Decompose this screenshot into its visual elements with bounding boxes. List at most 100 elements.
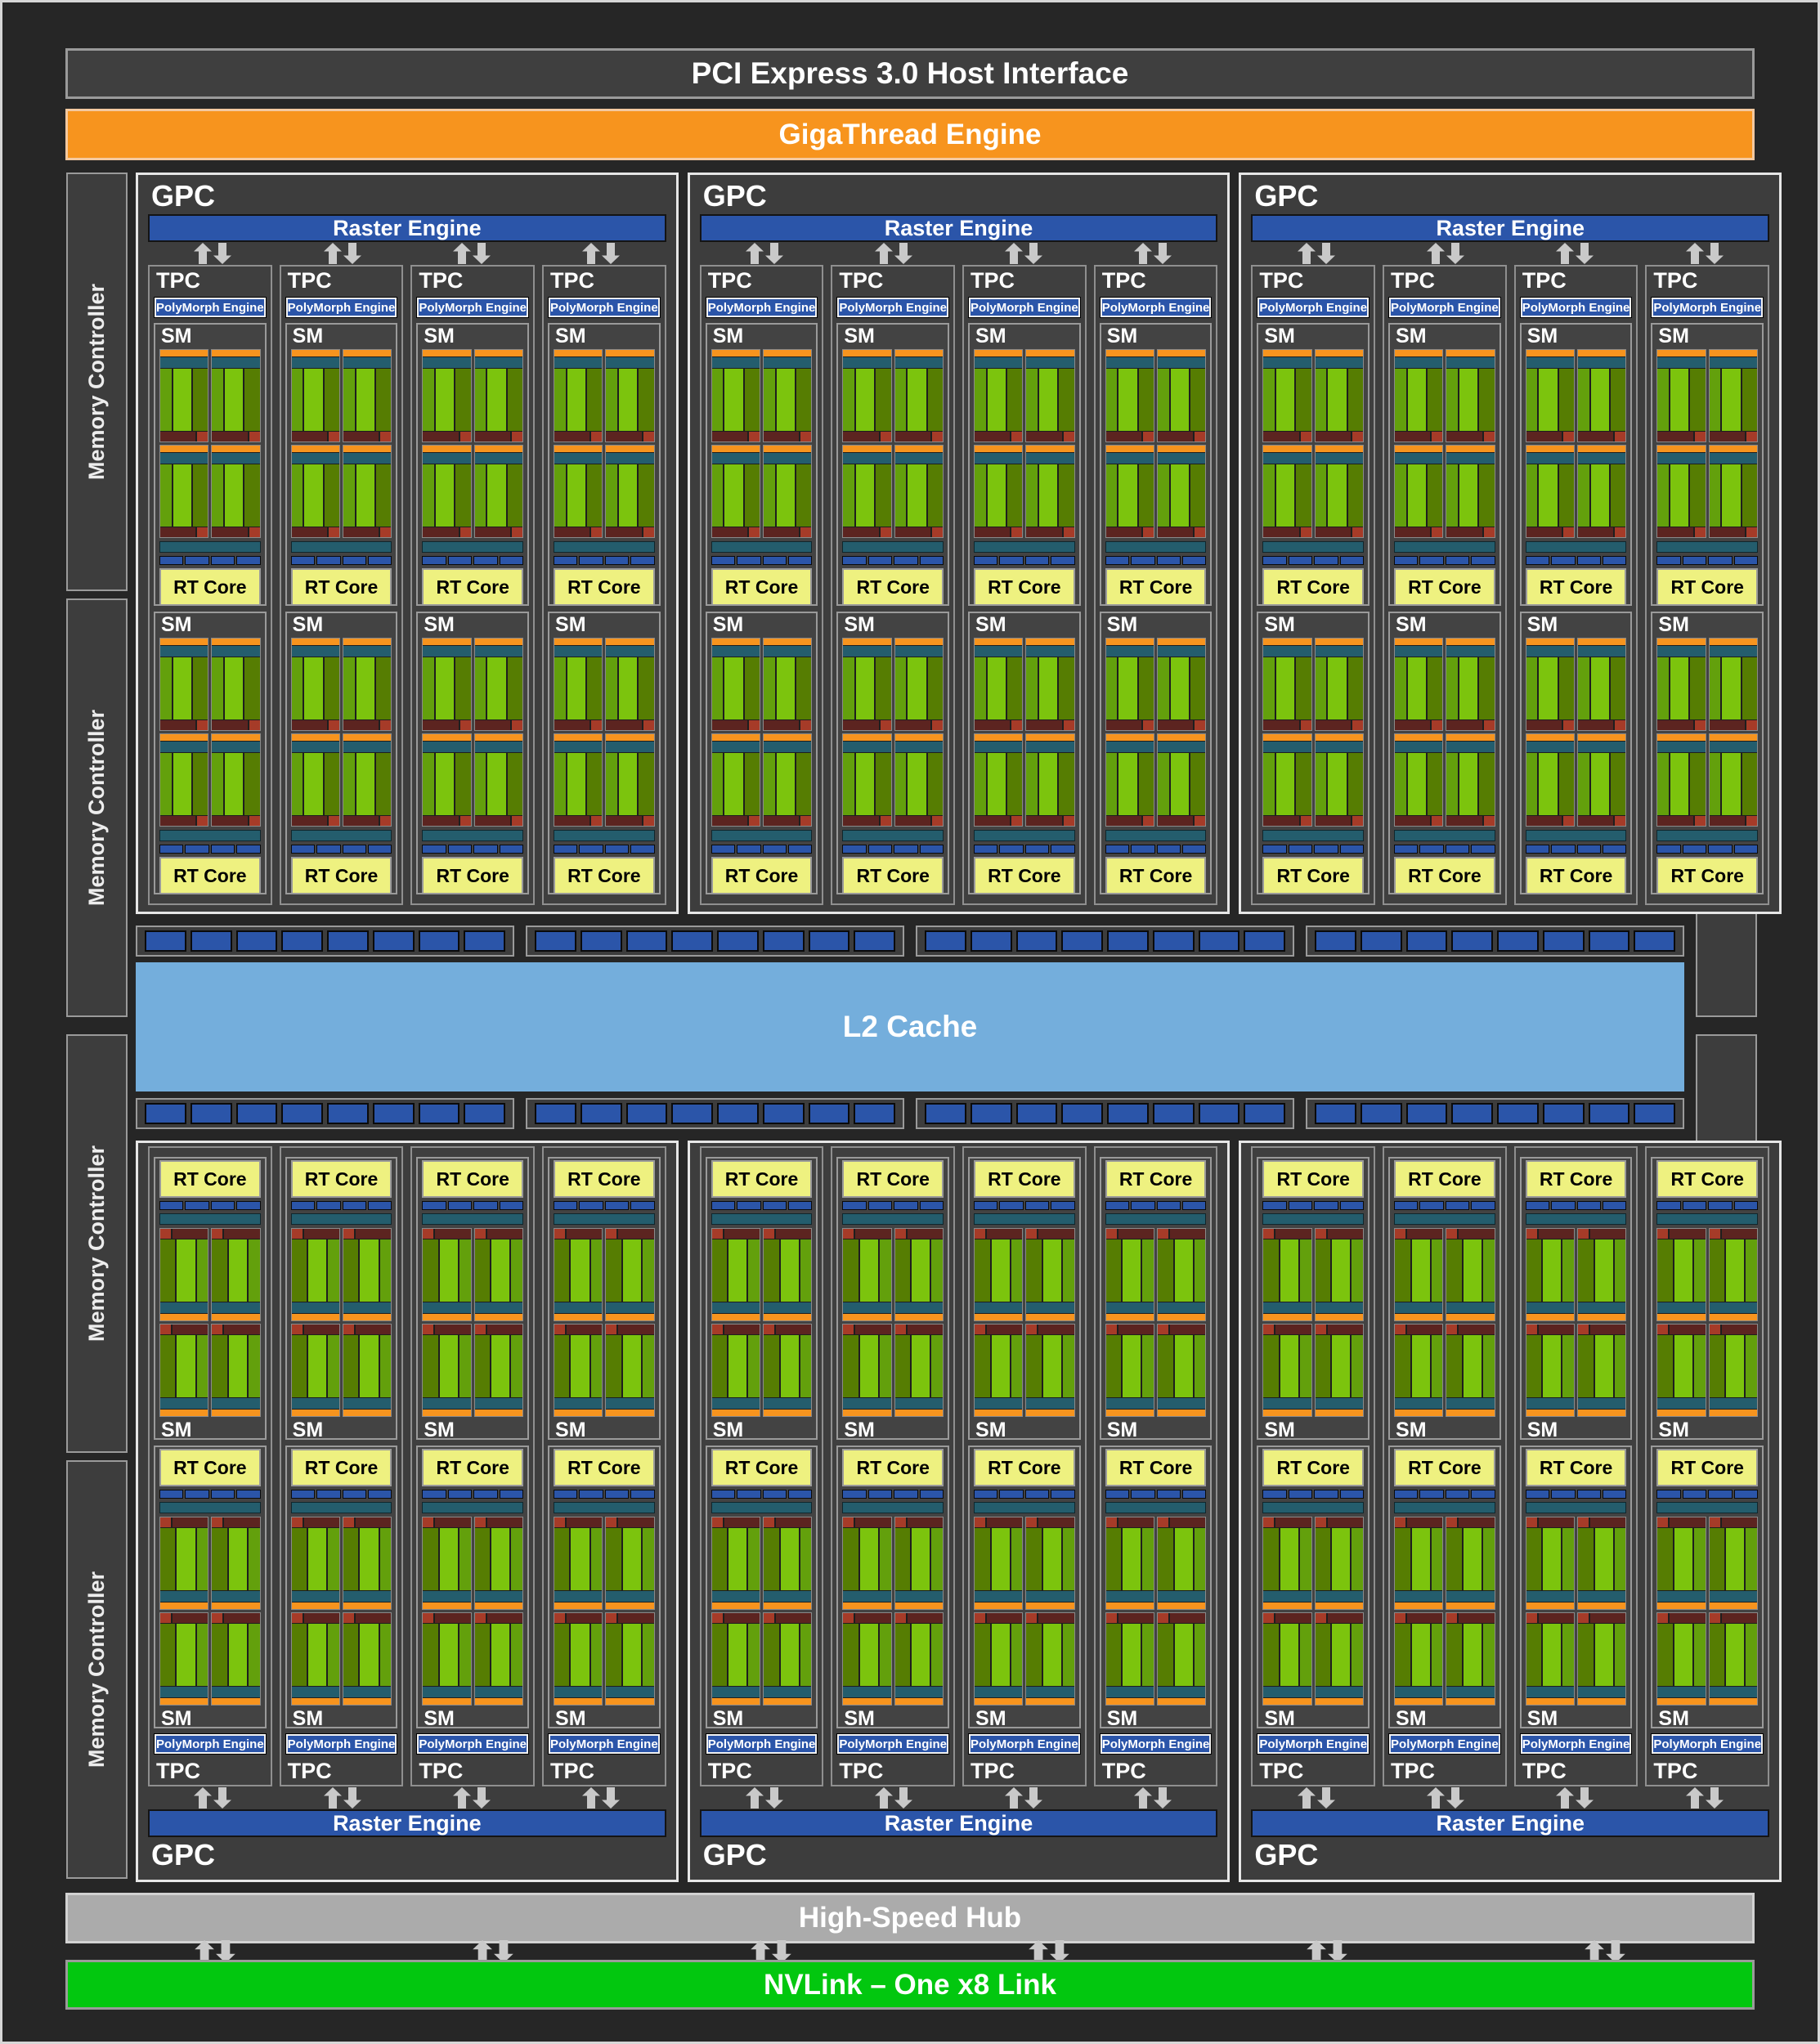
subcore-teal-bar bbox=[1158, 646, 1206, 657]
rt-core: RT Core bbox=[842, 1449, 944, 1486]
subcore-red-square bbox=[643, 816, 654, 826]
subcore-teal-bar bbox=[343, 1687, 392, 1697]
blue-segment bbox=[185, 1201, 209, 1210]
subcore-core-array bbox=[1026, 1624, 1074, 1686]
blue-segment bbox=[762, 1103, 805, 1124]
subcore-core-array bbox=[1446, 369, 1495, 431]
subcore-core-array bbox=[764, 1335, 812, 1397]
subcore-maroon-bar bbox=[711, 527, 760, 537]
green-stripe bbox=[1657, 1335, 1673, 1397]
blue-segment bbox=[717, 930, 759, 952]
green-stripe bbox=[1138, 369, 1154, 431]
maroon-bar bbox=[212, 527, 248, 537]
green-stripe bbox=[639, 464, 654, 527]
subcore-orange-bar bbox=[894, 639, 944, 645]
maroon-bar bbox=[1105, 432, 1142, 442]
green-stripe bbox=[328, 1528, 339, 1590]
subcore-orange-bar bbox=[1526, 446, 1575, 452]
green-stripe bbox=[571, 1335, 589, 1397]
blue-segment bbox=[554, 845, 578, 854]
sm-blue-segments bbox=[554, 845, 655, 854]
subcore-orange-bar bbox=[1578, 639, 1626, 645]
subcore-red-square bbox=[975, 1517, 986, 1527]
blue-segment bbox=[1181, 1490, 1207, 1499]
subcore-orange-bar bbox=[894, 1602, 944, 1609]
maroon-bar bbox=[1158, 816, 1194, 826]
subcore-teal-bar bbox=[1158, 742, 1206, 752]
green-stripe bbox=[1446, 1335, 1462, 1397]
subcore-orange-bar bbox=[212, 446, 260, 452]
sm-processing-block bbox=[974, 733, 1024, 827]
blue-segment bbox=[1733, 1490, 1759, 1499]
subcore-maroon-bar bbox=[291, 1613, 339, 1623]
subcore-red-square bbox=[249, 527, 260, 537]
green-stripe bbox=[507, 464, 523, 527]
blue-segment bbox=[1061, 1103, 1103, 1124]
subcore-orange-bar bbox=[711, 639, 760, 645]
subcore-core-array bbox=[1026, 1239, 1074, 1302]
subcore-orange-bar bbox=[606, 446, 654, 452]
subcore-maroon-bar bbox=[423, 432, 471, 442]
sm-blue-segments bbox=[1105, 845, 1207, 854]
subcore-maroon-bar bbox=[291, 816, 339, 826]
subcore-red-square bbox=[554, 1229, 566, 1239]
sm-processing-block-grid bbox=[554, 349, 655, 538]
green-stripe bbox=[855, 753, 875, 815]
green-stripe bbox=[1105, 657, 1118, 719]
sm-processing-block-grid bbox=[1525, 638, 1627, 827]
sm-processing-block-grid bbox=[1656, 1517, 1759, 1706]
green-stripe bbox=[780, 1528, 799, 1590]
subcore-orange-bar bbox=[1657, 1602, 1706, 1609]
rt-core: RT Core bbox=[422, 568, 524, 606]
green-stripe bbox=[728, 1528, 747, 1590]
green-stripe bbox=[764, 369, 775, 431]
sm-processing-block bbox=[1394, 445, 1444, 538]
sm-processing-block bbox=[422, 445, 472, 538]
sm-blue-segments bbox=[422, 845, 524, 854]
memory-interface-segment-group bbox=[916, 926, 1294, 957]
maroon-bar bbox=[843, 432, 879, 442]
subcore-core-array bbox=[711, 1335, 760, 1397]
subcore-core-array bbox=[474, 1239, 523, 1302]
subcore-maroon-bar bbox=[1526, 720, 1575, 730]
subcore-orange-bar bbox=[1315, 1698, 1364, 1705]
green-stripe bbox=[1694, 1624, 1706, 1686]
sm-processing-block bbox=[894, 1324, 944, 1417]
sm-blue-segments bbox=[1105, 1490, 1207, 1499]
green-stripe bbox=[586, 753, 603, 815]
green-stripe bbox=[1427, 753, 1443, 815]
subcore-teal-bar bbox=[764, 357, 812, 368]
subcore-orange-bar bbox=[975, 1698, 1023, 1705]
subcore-maroon-bar bbox=[1395, 1325, 1443, 1334]
subcore-teal-bar bbox=[1026, 1302, 1074, 1313]
maroon-bar bbox=[843, 816, 879, 826]
subcore-red-square bbox=[764, 1613, 775, 1623]
sm-label: SM bbox=[1526, 1418, 1558, 1441]
subcore-maroon-bar bbox=[291, 1325, 339, 1334]
blue-segment bbox=[842, 556, 867, 565]
blue-segment bbox=[1471, 556, 1495, 565]
subcore-core-array bbox=[843, 464, 891, 527]
green-stripe bbox=[356, 369, 374, 431]
blue-segment bbox=[1445, 1201, 1470, 1210]
green-stripe bbox=[173, 657, 191, 719]
subcore-orange-bar bbox=[212, 350, 260, 356]
sm-processing-block bbox=[554, 733, 603, 827]
subcore-maroon-bar bbox=[894, 1613, 944, 1623]
subcore-red-square bbox=[880, 720, 891, 730]
subcore-red-square bbox=[554, 1613, 566, 1623]
up-down-arrow-icon bbox=[453, 1787, 491, 1809]
sm-processing-block bbox=[473, 733, 524, 827]
subcore-maroon-bar bbox=[1105, 720, 1154, 730]
subcore-orange-bar bbox=[1578, 350, 1626, 356]
subcore-red-square bbox=[749, 816, 760, 826]
subcore-teal-bar bbox=[1578, 1398, 1626, 1409]
green-stripe bbox=[1332, 1528, 1351, 1590]
maroon-bar bbox=[1038, 1229, 1074, 1239]
subcore-maroon-bar bbox=[606, 527, 654, 537]
subcore-orange-bar bbox=[160, 639, 208, 645]
